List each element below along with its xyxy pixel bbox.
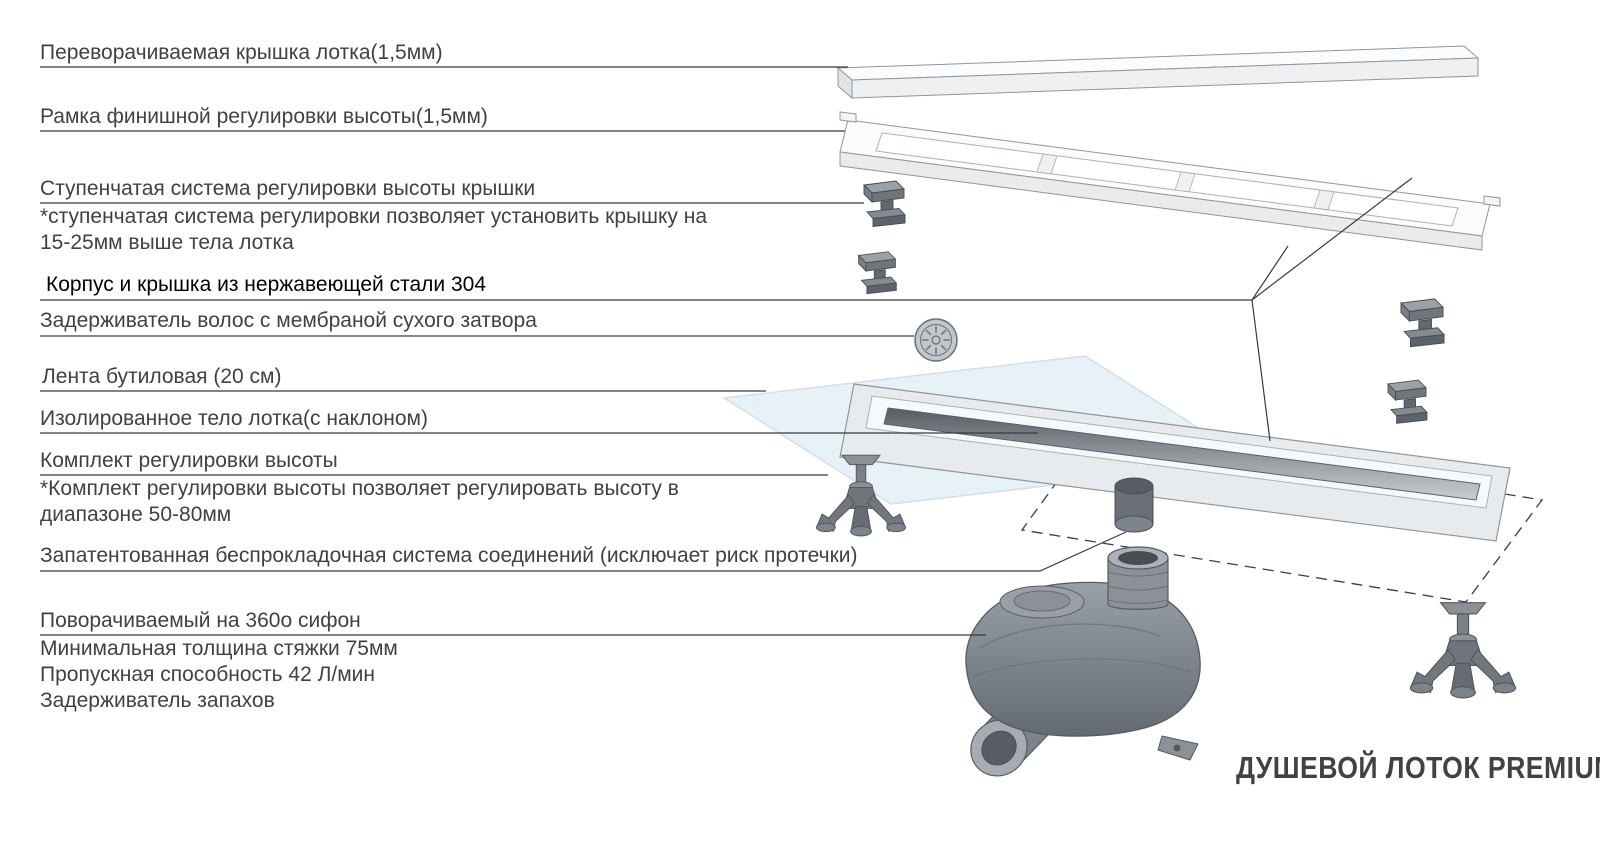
callout-siphon-text-3: Пропускная способность 42 Л/мин: [40, 663, 375, 686]
step-clip-part-1: [863, 180, 906, 227]
callout-step-system-text-1: Ступенчатая система регулировки высоты к…: [40, 177, 536, 200]
product-title: ДУШЕВОЙ ЛОТОК PREMIUM: [1236, 750, 1600, 785]
cover-part: [836, 45, 1480, 100]
siphon-part: [965, 546, 1201, 777]
step-clip-part-4: [1387, 379, 1428, 424]
callout-frame-text: Рамка финишной регулировки высоты(1,5мм): [40, 105, 488, 128]
callout-height-kit-text-3: диапазоне 50-80мм: [40, 503, 232, 526]
callout-step-system: Ступенчатая система регулировки высоты к…: [40, 176, 707, 256]
callout-hair-catcher-text: Задерживатель волос с мембраной сухого з…: [40, 309, 537, 332]
callout-hair-catcher: Задерживатель волос с мембраной сухого з…: [40, 308, 537, 334]
callout-butyl-tape-text: Лента бутиловая (20 см): [42, 365, 282, 388]
height-foot-part-2: [1409, 602, 1517, 699]
callout-line-material: [40, 177, 1413, 442]
callout-step-system-text-3: 15-25мм выше тела лотка: [40, 231, 294, 254]
callout-gasketless: Запатентованная беспрокладочная система …: [40, 543, 858, 569]
callout-line-gasketless: [40, 531, 1127, 572]
callout-lines: [40, 66, 1413, 636]
callout-height-kit: Комплект регулировки высоты *Комплект ре…: [40, 448, 679, 528]
callout-height-kit-text-1: Комплект регулировки высоты: [40, 449, 338, 472]
callout-cover-text: Переворачиваемая крышка лотка(1,5мм): [40, 41, 443, 64]
frame-part: [839, 111, 1501, 251]
callout-gasketless-text: Запатентованная беспрокладочная система …: [40, 544, 858, 567]
callout-step-system-text-2: *ступенчатая система регулировки позволя…: [40, 205, 708, 228]
callout-butyl-tape: Лента бутиловая (20 см): [42, 364, 281, 390]
drain-outlet-stub: [1114, 477, 1154, 533]
callout-siphon: Поворачиваемый на 360о сифон Минимальная…: [40, 608, 398, 714]
callout-material-text: Корпус и крышка из нержавеющей стали 304: [46, 273, 487, 296]
step-clip-part-2: [858, 251, 897, 295]
step-clip-part-3: [1400, 298, 1445, 348]
callout-body: Изолированное тело лотка(с наклоном): [40, 406, 428, 432]
callout-height-kit-text-2: *Комплект регулировки высоты позволяет р…: [40, 477, 679, 500]
drain-body-part: [839, 383, 1511, 542]
callout-body-text: Изолированное тело лотка(с наклоном): [40, 407, 428, 430]
callout-siphon-text-1: Поворачиваемый на 360о сифон: [40, 609, 361, 632]
callout-frame: Рамка финишной регулировки высоты(1,5мм): [40, 104, 488, 130]
callout-material: Корпус и крышка из нержавеющей стали 304: [46, 272, 486, 298]
callout-cover: Переворачиваемая крышка лотка(1,5мм): [40, 40, 443, 66]
callout-siphon-text-2: Минимальная толщина стяжки 75мм: [40, 637, 398, 660]
hair-catcher-part: [914, 318, 958, 362]
dashed-install-outline: [1020, 427, 1544, 603]
callout-siphon-text-4: Задерживатель запахов: [40, 689, 275, 712]
